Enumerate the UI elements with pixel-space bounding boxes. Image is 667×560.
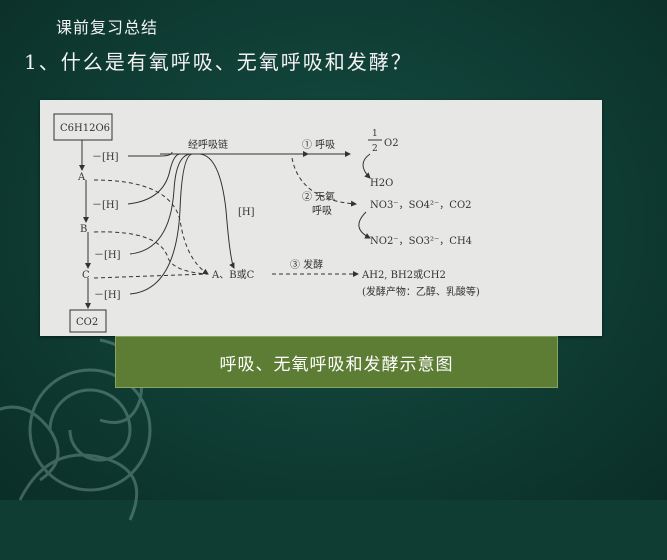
respiration-diagram: C6H12O6 CO2 A B C －[H] －[H] －[H] －[H]	[40, 100, 602, 336]
anaerobic-products: NO2⁻，SO3²⁻，CH4	[370, 236, 472, 247]
caption-text: 呼吸、无氧呼吸和发酵示意图	[219, 354, 454, 375]
h2o-label: H2O	[370, 178, 393, 189]
intermediate-a: A	[77, 172, 86, 183]
anaerobic-acceptors: NO3⁻，SO4²⁻，CO2	[370, 200, 472, 211]
intermediate-b: B	[80, 224, 87, 235]
h-label-1: －[H]	[92, 152, 119, 163]
o2-frac-den: 2	[372, 144, 378, 154]
main-chain-arrows	[79, 140, 91, 309]
co2-box	[69, 309, 107, 333]
acceptor-to-product-arrow	[358, 211, 371, 239]
h-label-2: －[H]	[92, 200, 119, 211]
anaerobic-label-2: 呼吸	[312, 205, 332, 217]
glucose-box	[53, 113, 113, 141]
fermentation-label: ③ 发酵	[290, 258, 323, 271]
anaerobic-label-1: ② 无氧	[302, 190, 335, 203]
co2-label: CO2	[76, 317, 98, 328]
caption-box: 呼吸、无氧呼吸和发酵示意图	[115, 336, 558, 388]
h-label-4: －[H]	[94, 290, 121, 301]
h-branch-arrow	[199, 153, 235, 269]
decorative-swirl-pattern	[0, 338, 152, 521]
h-bracket-label: [H]	[238, 207, 255, 218]
glucose-label: C6H12O6	[60, 123, 110, 134]
question-title: 1、什么是有氧呼吸、无氧呼吸和发酵？	[24, 50, 413, 74]
fermentation-note: (发酵产物：乙醇、乳酸等)	[362, 285, 480, 298]
diagram-svg: C6H12O6 CO2 A B C －[H] －[H] －[H] －[H]	[53, 113, 480, 333]
h-dashed-curves	[93, 179, 209, 279]
o2-frac-num: 1	[372, 129, 378, 139]
fermentation-products: AH2, BH2或CH2	[361, 269, 446, 281]
slide-header: 课前复习总结	[56, 18, 159, 37]
abc-label: A、B或C	[211, 269, 255, 281]
o2-to-h2o-arrow	[362, 153, 371, 179]
respiration-label: ① 呼吸	[302, 139, 335, 151]
anaerobic-dashed-arrow	[291, 157, 357, 207]
intermediate-c: C	[82, 270, 90, 281]
o2-label: O2	[384, 138, 399, 149]
h-label-3: －[H]	[94, 250, 121, 261]
respiratory-chain-label: 经呼吸链	[188, 138, 228, 151]
